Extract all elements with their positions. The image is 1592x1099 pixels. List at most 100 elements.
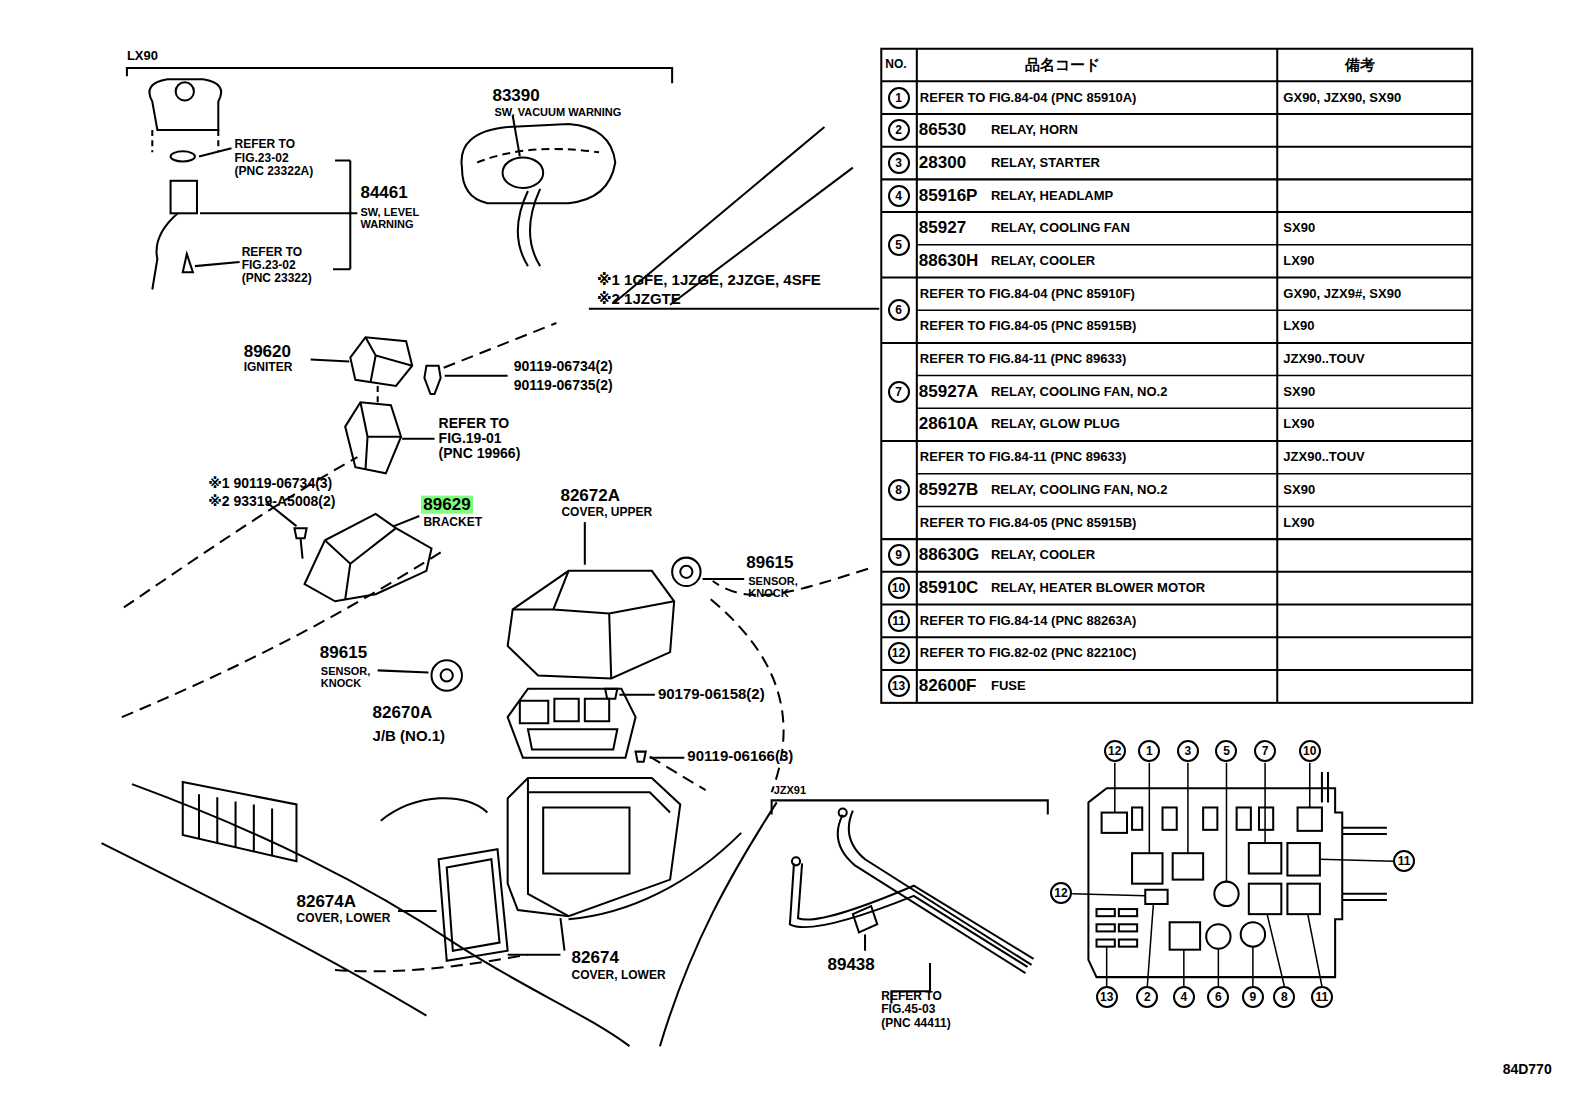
callout-number: 8 <box>888 479 910 501</box>
junction-block <box>584 522 586 565</box>
bracket <box>360 402 401 469</box>
table-cell: GX90, JZX9#, SX90 <box>1283 287 1401 301</box>
junction-block <box>441 669 453 681</box>
wire-harness <box>864 934 866 950</box>
igniter <box>445 375 508 377</box>
table-cell: LX90 <box>1283 319 1314 333</box>
relay-box <box>1322 772 1328 802</box>
relay-box <box>1097 924 1115 931</box>
callout-number: 1 <box>888 87 910 109</box>
part-name: SW, LEVEL WARNING <box>360 206 430 230</box>
callout-number: 11 <box>888 610 910 632</box>
junction-block <box>672 558 700 586</box>
table-cell: RELAY, COOLING FAN, NO.2 <box>991 483 1168 497</box>
callout-number: 5 <box>1215 740 1237 762</box>
part-name: SW, VACUUM WARNING <box>494 106 621 118</box>
part-name: COVER, LOWER <box>572 969 666 982</box>
reservoir-switch <box>171 151 195 161</box>
bracket <box>294 528 306 558</box>
engine-bay-outline <box>124 457 358 607</box>
reference-note: REFER TO FIG.19-01 (PNC 19966) <box>439 416 531 462</box>
table-header: 備考 <box>1345 57 1375 74</box>
reservoir-switch <box>183 254 193 272</box>
applicability-note: ※2 1JZGTE <box>597 290 681 307</box>
callout-number: 13 <box>1096 986 1118 1008</box>
relay-box <box>1132 807 1142 829</box>
group-label: JZX91 <box>774 784 806 796</box>
group-bracket <box>589 308 879 310</box>
junction-block <box>378 670 429 672</box>
relay-box <box>1170 922 1200 949</box>
callout-text: 6 <box>895 304 902 316</box>
table-cell: REFER TO FIG.84-04 (PNC 85910F) <box>920 287 1135 301</box>
junction-block <box>513 571 674 679</box>
table-cell: LX90 <box>1283 254 1314 268</box>
part-number: 89615 <box>746 554 793 573</box>
table-cell: RELAY, HORN <box>991 123 1078 137</box>
reservoir-switch <box>171 181 197 214</box>
callout-number: 1 <box>1138 740 1160 762</box>
vacuum-switch <box>477 149 599 163</box>
part-name: BRACKET <box>423 516 482 529</box>
callout-text: 5 <box>895 239 902 251</box>
table-cell: 85916P <box>919 186 978 205</box>
part-number: 84461 <box>360 184 407 203</box>
figure-code: 84D770 <box>1503 1062 1552 1077</box>
junction-block <box>432 660 462 690</box>
bracket <box>394 516 419 526</box>
callout-number: 7 <box>1254 740 1276 762</box>
part-number: 90119-06735(2) <box>514 378 613 393</box>
callout-text: 7 <box>895 386 902 398</box>
table-cell: 85927 <box>919 219 966 238</box>
reference-note: REFER TO FIG.45-03 (PNC 44411) <box>881 990 963 1030</box>
callout-number: 3 <box>1177 740 1199 762</box>
relay-box <box>1342 828 1387 900</box>
table-cell: GX90, JZX90, SX90 <box>1283 90 1401 104</box>
relay-box <box>1088 788 1342 977</box>
part-name: SENSOR, KNOCK <box>748 575 808 599</box>
relay-box <box>1241 922 1265 946</box>
table-grid <box>881 49 1472 703</box>
part-number: 90179-06158(2) <box>658 686 765 703</box>
callout-text: 11 <box>892 615 905 627</box>
part-name: COVER, UPPER <box>561 506 652 519</box>
relay-box <box>1163 807 1177 829</box>
table-cell: 86530 <box>919 121 966 140</box>
table-cell: 82600F <box>919 677 977 696</box>
junction-block <box>520 699 617 750</box>
relay-box <box>1287 843 1319 876</box>
engine-bay-outline <box>183 782 297 861</box>
table-header: NO. <box>885 58 906 71</box>
bracket <box>305 514 432 601</box>
relay-box <box>1259 807 1273 829</box>
engine-bay-outline <box>199 794 272 855</box>
part-number: 90119-06166(3) <box>687 748 793 765</box>
relay-box <box>1119 924 1137 931</box>
part-name: SENSOR, KNOCK <box>321 665 381 689</box>
igniter <box>311 360 350 362</box>
junction-block <box>680 566 692 578</box>
junction-block <box>508 571 675 679</box>
table-cell: RELAY, GLOW PLUG <box>991 417 1120 431</box>
junction-block <box>636 752 685 762</box>
igniter <box>424 366 440 394</box>
group-bracket <box>772 800 1048 814</box>
engine-bay-outline <box>381 798 488 820</box>
table-cell: JZX90..TOUV <box>1283 450 1364 464</box>
part-number: 82674A <box>296 892 356 911</box>
callout-number: 4 <box>1173 986 1195 1008</box>
callout-number: 13 <box>888 675 910 697</box>
callout-text: 12 <box>1108 745 1121 757</box>
table-cell: 28300 <box>919 154 966 173</box>
relay-box <box>1145 890 1167 904</box>
table-cell: 85927B <box>919 481 979 500</box>
bracket <box>402 438 434 440</box>
callout-number: 11 <box>1393 850 1415 872</box>
part-number: 89620 <box>244 343 291 362</box>
table-cell: REFER TO FIG.84-11 (PNC 89633) <box>920 450 1126 464</box>
table-cell: REFER TO FIG.84-04 (PNC 85910A) <box>920 90 1137 104</box>
reservoir-switch <box>149 79 357 289</box>
callout-text: 11 <box>1398 855 1411 867</box>
engine-bay-outline <box>660 802 777 1046</box>
callout-text: 4 <box>895 190 902 202</box>
